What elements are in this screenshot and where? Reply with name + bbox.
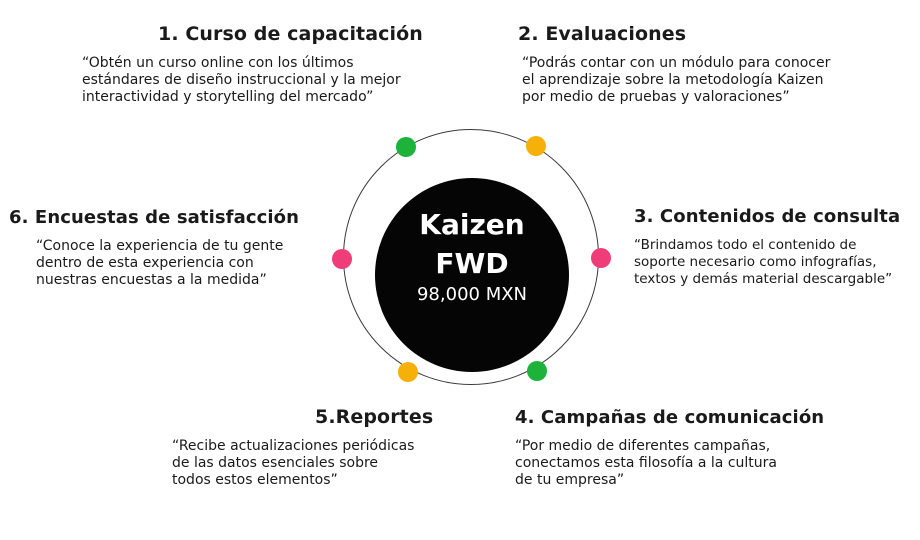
dot-orange-bottom [398, 362, 418, 382]
item-3-desc: “Brindamos todo el contenido de soporte … [634, 237, 893, 287]
item-2-title: 2. Evaluaciones [518, 23, 687, 45]
item-4: 4. Campañas de comunicación “Por medio d… [515, 407, 824, 489]
item-6-desc: “Conoce la experiencia de tu gente dentr… [36, 238, 284, 288]
item-6: 6. Encuestas de satisfacción “Conoce la … [9, 207, 299, 289]
item-5: 5.Reportes “Recibe actualizaciones perió… [172, 406, 433, 489]
item-1: 1. Curso de capacitación “Obtén un curso… [82, 23, 423, 106]
item-6-title: 6. Encuestas de satisfacción [9, 207, 300, 228]
item-1-desc: “Obtén un curso online con los últimos e… [82, 55, 401, 105]
dot-green-bottom [527, 361, 547, 381]
item-2: 2. Evaluaciones “Podrás contar con un mó… [518, 23, 831, 106]
dot-pink-right [591, 248, 611, 268]
dot-pink-left [332, 249, 352, 269]
dot-orange-top [526, 136, 546, 156]
item-3: 3. Contenidos de consulta “Brindamos tod… [634, 206, 900, 288]
item-4-desc: “Por medio de diferentes campañas, conec… [515, 438, 777, 488]
center-circle: Kaizen FWD 98,000 MXN [375, 178, 569, 372]
item-4-title: 4. Campañas de comunicación [515, 407, 825, 428]
item-2-desc: “Podrás contar con un módulo para conoce… [522, 55, 831, 105]
center-title-line1: Kaizen [419, 208, 525, 241]
center-price: 98,000 MXN [416, 284, 528, 305]
item-5-title: 5.Reportes [315, 406, 434, 428]
item-5-desc: “Recibe actualizaciones periódicas de la… [172, 438, 415, 488]
dot-green-top [396, 137, 416, 157]
center-title-line2: FWD [435, 247, 509, 280]
item-3-title: 3. Contenidos de consulta [634, 206, 901, 227]
item-1-title: 1. Curso de capacitación [158, 23, 423, 45]
